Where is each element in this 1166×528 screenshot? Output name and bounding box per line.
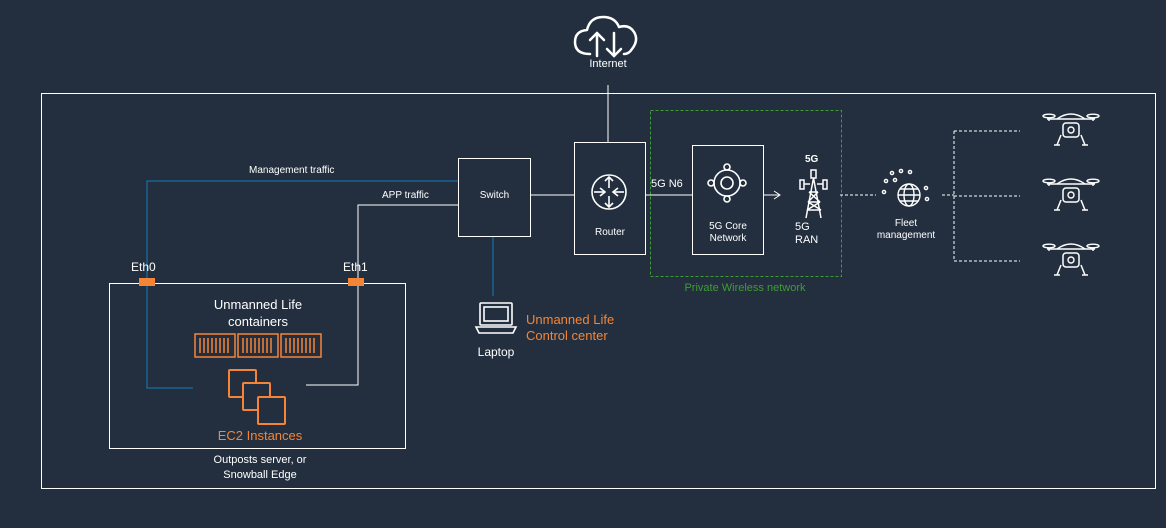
- 5g-n6-label: 5G N6: [651, 178, 683, 190]
- server-label-2: Snowball Edge: [223, 469, 297, 481]
- laptop-icon: [474, 302, 518, 334]
- 5g-badge: 5G: [805, 154, 819, 165]
- router-label: Router: [594, 227, 625, 238]
- private-wireless-network-region: [650, 110, 842, 277]
- core-ran-arrowhead: [773, 190, 781, 200]
- eth1-port: [348, 278, 364, 286]
- drone-icon: [1042, 178, 1100, 211]
- management-traffic-label: Management traffic: [249, 165, 335, 176]
- eth1-label: Eth1: [343, 260, 368, 274]
- cloud-upload-download-icon: [573, 15, 638, 58]
- fleet-label-2: management: [876, 230, 936, 241]
- internet-label: Internet: [589, 58, 627, 70]
- drone-icon: [1042, 113, 1100, 146]
- containers-label-1: Unmanned Life: [213, 297, 303, 312]
- ran-label-2: RAN: [795, 234, 819, 246]
- cell-tower-icon: [799, 169, 828, 219]
- laptop-label: Laptop: [477, 345, 515, 359]
- app-traffic-line: [306, 204, 459, 386]
- containers-label-2: containers: [228, 314, 288, 329]
- fleet-label-1: Fleet: [894, 218, 918, 229]
- container-icon: [280, 333, 322, 358]
- 5g-core-network-icon: [707, 163, 747, 203]
- drone-connection-bracket: [953, 130, 1020, 262]
- private-network-label: Private Wireless network: [684, 282, 806, 294]
- app-traffic-label: APP traffic: [382, 190, 429, 201]
- ran-label-1: 5G: [795, 221, 810, 233]
- eth0-label: Eth0: [131, 260, 156, 274]
- router-arrows-icon: [591, 174, 627, 210]
- server-label-1: Outposts server, or: [213, 454, 307, 466]
- control-center-label-1: Unmanned Life: [526, 312, 615, 327]
- globe-network-icon: [881, 168, 930, 207]
- eth0-port: [139, 278, 155, 286]
- container-icon: [237, 333, 279, 358]
- core-network-label-2: Network: [709, 233, 747, 244]
- deployment-boundary: [41, 93, 1156, 489]
- switch-label: Switch: [479, 190, 510, 201]
- control-center-label-2: Control center: [526, 328, 608, 343]
- core-network-label-1: 5G Core: [709, 221, 747, 232]
- drone-icon: [1042, 243, 1100, 276]
- container-icon: [194, 333, 236, 358]
- ec2-instances-icon: [228, 369, 286, 425]
- ec2-instances-label: EC2 Instances: [217, 428, 303, 443]
- outposts-server-box: [109, 283, 406, 449]
- switch-box: [458, 158, 531, 237]
- router-box: [574, 142, 646, 255]
